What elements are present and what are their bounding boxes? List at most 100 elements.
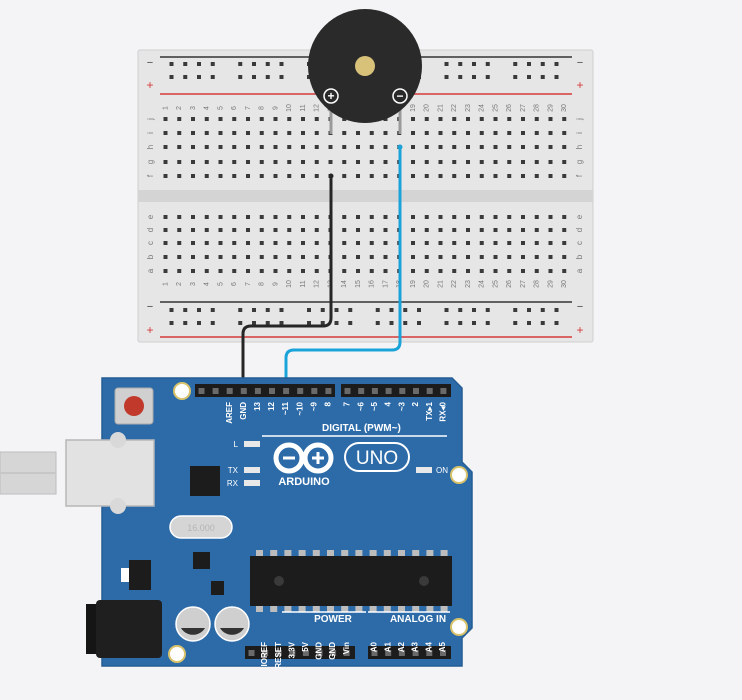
breadboard-hole[interactable]	[163, 131, 168, 135]
rail-hole[interactable]	[417, 308, 421, 312]
reset-button[interactable]	[124, 396, 144, 416]
breadboard-hole[interactable]	[466, 160, 470, 164]
breadboard-hole[interactable]	[314, 215, 319, 219]
breadboard-hole[interactable]	[314, 145, 319, 149]
breadboard-hole[interactable]	[452, 117, 457, 121]
breadboard-hole[interactable]	[163, 269, 168, 273]
arduino-uno-board[interactable]: DIGITAL (PWM~) L TX RX ON ARDUINO UNO 16…	[65, 377, 473, 669]
breadboard-hole[interactable]	[177, 215, 182, 219]
breadboard-hole[interactable]	[287, 269, 292, 273]
rail-hole[interactable]	[485, 321, 490, 325]
breadboard-hole[interactable]	[369, 228, 374, 232]
breadboard-hole[interactable]	[191, 241, 195, 245]
breadboard-hole[interactable]	[204, 228, 209, 232]
rail-hole[interactable]	[472, 308, 476, 312]
breadboard-hole[interactable]	[383, 145, 388, 149]
breadboard-hole[interactable]	[452, 174, 457, 178]
breadboard-hole[interactable]	[562, 269, 567, 273]
breadboard-hole[interactable]	[218, 131, 223, 135]
breadboard-hole[interactable]	[507, 215, 512, 219]
rail-hole[interactable]	[444, 62, 449, 66]
breadboard-hole[interactable]	[534, 269, 539, 273]
header-socket[interactable]	[399, 388, 406, 394]
breadboard-hole[interactable]	[521, 215, 525, 219]
breadboard-hole[interactable]	[191, 174, 195, 178]
breadboard-hole[interactable]	[314, 255, 319, 259]
rail-hole[interactable]	[403, 321, 408, 325]
rail-hole[interactable]	[375, 321, 380, 325]
breadboard-hole[interactable]	[259, 160, 264, 164]
breadboard-hole[interactable]	[259, 228, 264, 232]
breadboard-hole[interactable]	[287, 215, 292, 219]
breadboard-hole[interactable]	[521, 174, 525, 178]
breadboard-hole[interactable]	[218, 160, 223, 164]
breadboard-hole[interactable]	[301, 145, 305, 149]
breadboard-hole[interactable]	[342, 145, 347, 149]
breadboard-hole[interactable]	[356, 160, 360, 164]
breadboard-hole[interactable]	[287, 117, 292, 121]
breadboard-hole[interactable]	[521, 145, 525, 149]
breadboard-hole[interactable]	[218, 215, 223, 219]
breadboard-hole[interactable]	[204, 269, 209, 273]
breadboard-hole[interactable]	[356, 174, 360, 178]
breadboard-hole[interactable]	[452, 228, 457, 232]
rail-hole[interactable]	[307, 321, 311, 325]
breadboard-hole[interactable]	[163, 255, 168, 259]
breadboard-hole[interactable]	[163, 174, 168, 178]
breadboard-hole[interactable]	[411, 174, 415, 178]
breadboard-hole[interactable]	[259, 241, 264, 245]
breadboard-hole[interactable]	[479, 215, 484, 219]
breadboard-hole[interactable]	[452, 131, 457, 135]
breadboard-hole[interactable]	[534, 174, 539, 178]
header-socket[interactable]	[302, 650, 309, 656]
breadboard-hole[interactable]	[411, 160, 415, 164]
breadboard-hole[interactable]	[562, 145, 567, 149]
breadboard-hole[interactable]	[383, 255, 388, 259]
header-socket[interactable]	[358, 388, 365, 394]
rail-hole[interactable]	[444, 308, 449, 312]
digital-pin-sockets[interactable]	[198, 388, 447, 394]
breadboard-hole[interactable]	[191, 117, 195, 121]
breadboard-hole[interactable]	[246, 269, 250, 273]
rail-hole[interactable]	[252, 62, 256, 66]
breadboard-hole[interactable]	[438, 117, 443, 121]
breadboard-hole[interactable]	[177, 241, 182, 245]
header-socket[interactable]	[412, 650, 419, 656]
rail-hole[interactable]	[472, 321, 476, 325]
rail-hole[interactable]	[458, 75, 463, 79]
breadboard-hole[interactable]	[411, 255, 415, 259]
header-socket[interactable]	[198, 388, 205, 394]
breadboard-hole[interactable]	[177, 174, 182, 178]
breadboard-hole[interactable]	[438, 269, 443, 273]
breadboard-hole[interactable]	[218, 269, 223, 273]
breadboard-hole[interactable]	[562, 117, 567, 121]
rail-hole[interactable]	[485, 308, 490, 312]
breadboard-hole[interactable]	[424, 131, 429, 135]
breadboard-hole[interactable]	[314, 269, 319, 273]
header-socket[interactable]	[330, 650, 337, 656]
piezo-buzzer[interactable]: + −	[308, 9, 422, 134]
breadboard-hole[interactable]	[534, 145, 539, 149]
rail-hole[interactable]	[265, 75, 270, 79]
breadboard-hole[interactable]	[287, 131, 292, 135]
rail-hole[interactable]	[320, 308, 325, 312]
rail-hole[interactable]	[169, 308, 174, 312]
breadboard-hole[interactable]	[534, 117, 539, 121]
breadboard-hole[interactable]	[548, 174, 553, 178]
breadboard-hole[interactable]	[452, 160, 457, 164]
breadboard-hole[interactable]	[479, 228, 484, 232]
breadboard-hole[interactable]	[369, 255, 374, 259]
breadboard-hole[interactable]	[218, 117, 223, 121]
breadboard-hole[interactable]	[259, 215, 264, 219]
breadboard-hole[interactable]	[232, 215, 237, 219]
rail-hole[interactable]	[265, 308, 270, 312]
breadboard-hole[interactable]	[301, 131, 305, 135]
breadboard-hole[interactable]	[424, 255, 429, 259]
rail-hole[interactable]	[252, 321, 256, 325]
rail-hole[interactable]	[169, 321, 174, 325]
breadboard-hole[interactable]	[232, 228, 237, 232]
breadboard-hole[interactable]	[521, 117, 525, 121]
breadboard-hole[interactable]	[383, 174, 388, 178]
rail-hole[interactable]	[265, 62, 270, 66]
breadboard-hole[interactable]	[548, 131, 553, 135]
